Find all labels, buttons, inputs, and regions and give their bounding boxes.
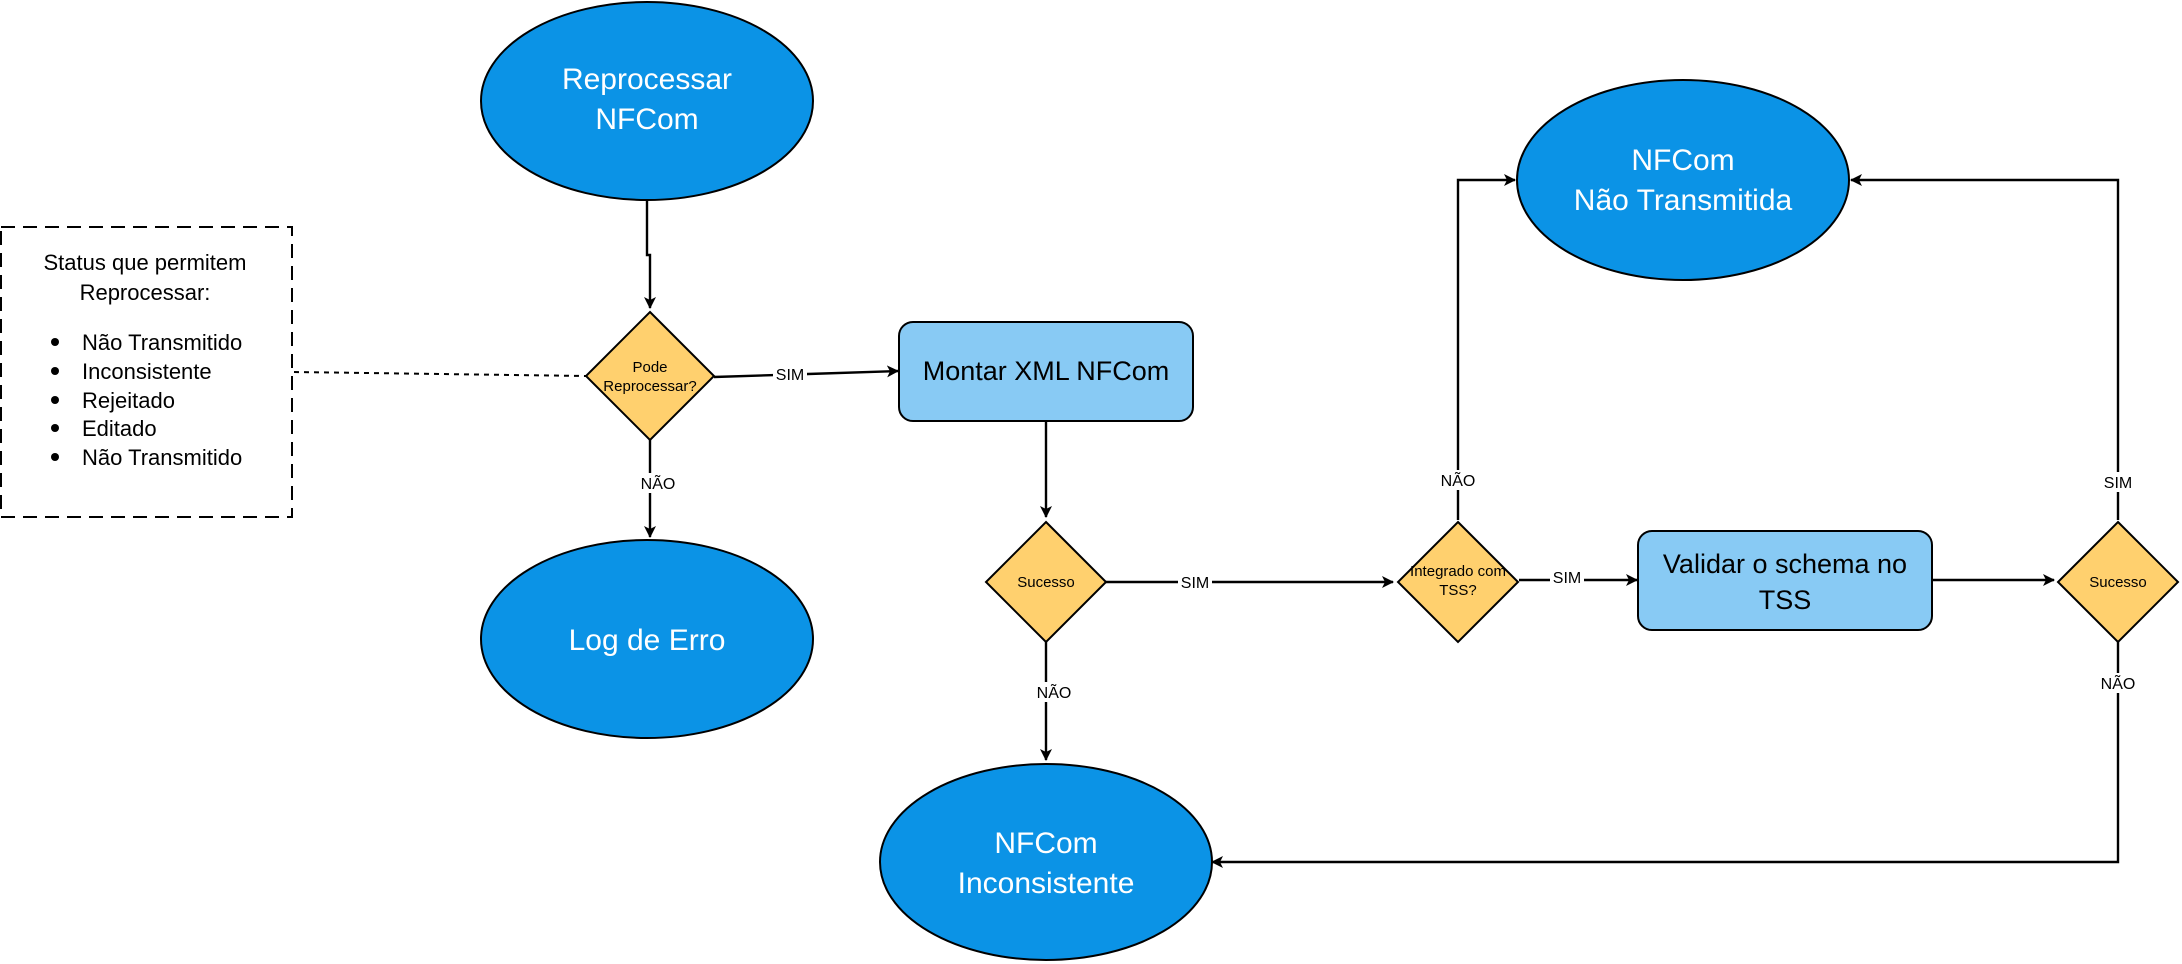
note-title-line1: Status que permitem <box>44 250 247 275</box>
bullet-icon <box>51 396 59 404</box>
node-integrado-line1: Integrado com <box>1410 563 1506 580</box>
status-note: Status que permitem Reprocessar: Não Tra… <box>0 226 293 518</box>
node-nfcom-nao-transmitida: NFCom Não Transmitida <box>1516 79 1850 281</box>
note-item: Não Transmitido <box>82 445 242 470</box>
bullet-icon <box>51 453 59 461</box>
edge-label-integrado-nao: NÃO <box>1441 470 1476 490</box>
edge-sucesso2-sim-to-nao-transmitida <box>1850 174 2120 520</box>
node-validar-schema-line1: Validar o schema no <box>1663 549 1907 579</box>
node-pode-line1: Pode <box>632 359 667 376</box>
note-item: Não Transmitido <box>82 330 242 355</box>
node-sucesso-2-label: Sucesso <box>2089 574 2147 591</box>
node-reprocessar-line1: Reprocessar <box>562 63 732 96</box>
bullet-icon <box>51 338 59 346</box>
edge-label-sucesso2-sim: SIM <box>2104 475 2132 492</box>
node-validar-schema-line2: TSS <box>1759 585 1812 615</box>
node-inconsistente-line1: NFCom <box>994 827 1097 860</box>
node-log-erro-label: Log de Erro <box>569 624 726 657</box>
node-nao-transmitida-line2: Não Transmitida <box>1574 184 1793 217</box>
edge-integrado-nao-to-nao-transmitida <box>1456 174 1516 520</box>
bullet-icon <box>51 367 59 375</box>
edge-label-sucesso2-nao: NÃO <box>2101 673 2136 693</box>
node-inconsistente-line2: Inconsistente <box>958 867 1135 900</box>
edge-pode-sim-to-montar <box>713 365 899 379</box>
node-nfcom-inconsistente: NFCom Inconsistente <box>879 763 1213 961</box>
edge-sucesso2-nao-to-inconsistente <box>1211 641 2120 868</box>
edge-label-sucesso1-nao: NÃO <box>1037 682 1072 702</box>
node-reprocessar-nfcom: Reprocessar NFCom <box>480 1 814 201</box>
node-sucesso-2: Sucesso <box>2056 520 2180 644</box>
note-title-line2: Reprocessar: <box>80 280 211 305</box>
node-reprocessar-line2: NFCom <box>595 103 698 136</box>
node-integrado-line2: TSS? <box>1439 582 1477 599</box>
note-item: Rejeitado <box>82 388 175 413</box>
node-sucesso-1: Sucesso <box>984 520 1108 644</box>
node-pode-line2: Reprocessar? <box>603 378 696 395</box>
bullet-icon <box>51 424 59 432</box>
node-sucesso-1-label: Sucesso <box>1017 574 1075 591</box>
note-item: Editado <box>82 416 157 441</box>
edge-reprocessar-to-pode <box>644 200 656 309</box>
edge-label-integrado-sim: SIM <box>1553 570 1581 587</box>
node-pode-reprocessar: Pode Reprocessar? <box>584 310 716 442</box>
node-nao-transmitida-line1: NFCom <box>1631 144 1734 177</box>
node-log-de-erro: Log de Erro <box>480 539 814 739</box>
edge-label-pode-nao: NÃO <box>641 473 676 493</box>
node-montar-xml-nfcom: Montar XML NFCom <box>898 321 1194 422</box>
edge-note-to-pode-dashed <box>293 371 587 377</box>
node-montar-xml-label: Montar XML NFCom <box>923 356 1170 386</box>
edge-label-sucesso1-sim: SIM <box>1181 575 1209 592</box>
edge-label-pode-sim: SIM <box>776 367 804 384</box>
node-integrado-com-tss: Integrado com TSS? <box>1396 520 1520 644</box>
node-validar-schema-tss: Validar o schema no TSS <box>1637 530 1933 631</box>
note-item: Inconsistente <box>82 359 212 384</box>
